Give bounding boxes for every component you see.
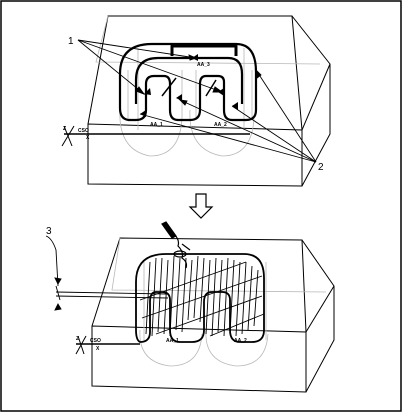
bottom-block-top-face: [91, 237, 307, 333]
bottom-csys: Z CSO X: [75, 335, 140, 355]
bottom-pocket-hidden-lines: [139, 262, 269, 367]
bottom-cut-passes: [139, 255, 265, 337]
bottom-csys-z-label: Z: [76, 336, 79, 342]
drill-tool-icon: [161, 221, 191, 269]
bottom-block-hidden-edge: [111, 237, 327, 293]
top-point-label-aa1: AA_1: [150, 122, 163, 128]
bottom-csys-x-label: X: [96, 346, 100, 352]
top-block-right-face: [291, 15, 331, 187]
top-csys: Z CSO X: [61, 125, 250, 147]
top-block-top-face: [87, 15, 303, 131]
bottom-block-front-face: [91, 325, 307, 393]
callout-1: 1: [68, 36, 74, 47]
callout-2-leaders: [139, 68, 317, 163]
arrow-icon: [232, 102, 238, 110]
top-block-hidden-edge: [95, 15, 321, 65]
callout-3: 3: [46, 226, 52, 237]
arrow-icon: [144, 88, 151, 95]
top-csys-z-label: Z: [63, 126, 66, 132]
bottom-panel: 3 Z CSO X AA_1 AA_2: [45, 221, 335, 393]
top-panel: Z CSO X AA_3 AA_1 AA_2 1 2: [61, 15, 331, 187]
bottom-pocket-toolpath: [135, 253, 265, 343]
bottom-block-right-face: [301, 239, 335, 393]
bottom-point-label-aa1: AA_1: [166, 338, 179, 344]
arrow-icon: [140, 110, 146, 117]
bottom-csys-label: CSO: [90, 338, 101, 344]
top-csys-x-label: X: [86, 135, 90, 141]
bottom-point-label-aa2: AA_2: [234, 338, 247, 344]
top-csys-label: CSO: [78, 128, 89, 134]
top-point-label-aa2: AA_2: [214, 122, 227, 128]
callout-1-leaders: [77, 39, 224, 95]
callout-3-leader: [45, 235, 169, 311]
top-point-label-aa3: AA_3: [197, 62, 210, 68]
arrow-icon: [176, 94, 182, 101]
callout-2: 2: [318, 162, 324, 173]
down-arrow-icon: [188, 193, 214, 219]
